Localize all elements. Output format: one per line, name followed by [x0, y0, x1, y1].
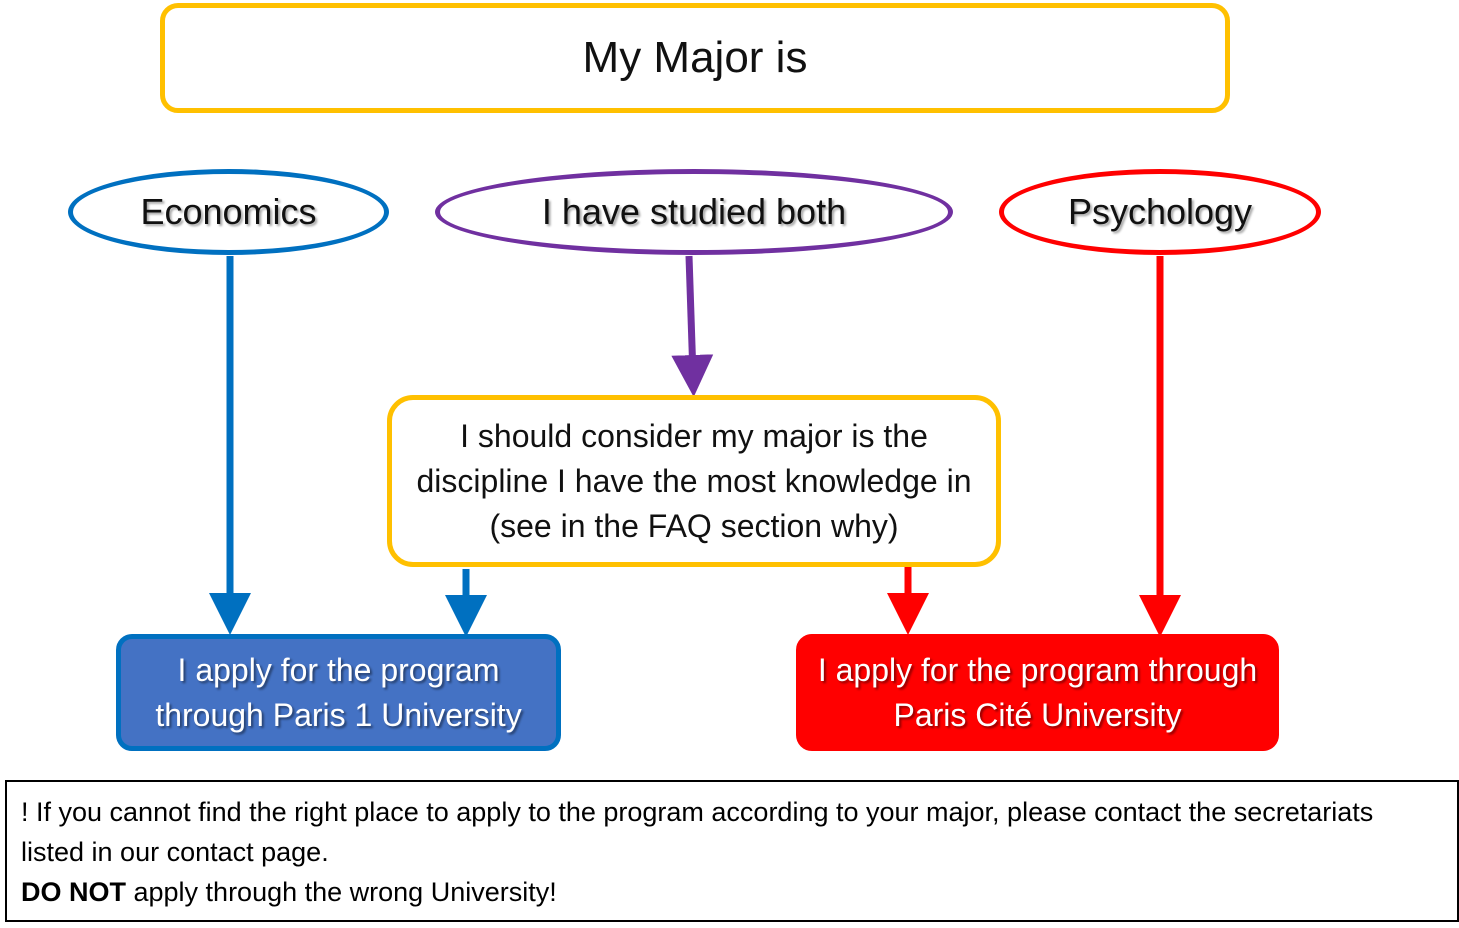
psychology-ellipse: Psychology — [999, 169, 1321, 255]
consider-major-box: I should consider my major is the discip… — [387, 395, 1001, 567]
note-line-2-rest: apply through the wrong University! — [126, 877, 557, 907]
consider-major-text: I should consider my major is the discip… — [416, 417, 972, 544]
note-line-1: ! If you cannot find the right place to … — [21, 797, 1374, 867]
psychology-label: Psychology — [1067, 191, 1253, 232]
warning-note: ! If you cannot find the right place to … — [5, 780, 1459, 922]
paris1-outcome-box: I apply for the program through Paris 1 … — [116, 634, 561, 751]
both-ellipse: I have studied both — [435, 169, 953, 255]
economics-label: Economics — [140, 191, 317, 232]
economics-ellipse: Economics — [68, 169, 389, 255]
cite-outcome-box: I apply for the program through Paris Ci… — [796, 634, 1279, 751]
note-line-2: DO NOT apply through the wrong Universit… — [21, 872, 1443, 912]
title-box: My Major is — [160, 3, 1230, 113]
paris1-outcome-text: I apply for the program through Paris 1 … — [155, 651, 522, 733]
both-label: I have studied both — [541, 191, 847, 232]
cite-outcome-text: I apply for the program through Paris Ci… — [817, 651, 1258, 733]
arrow-both-to-middle — [671, 255, 714, 397]
title-text: My Major is — [582, 33, 808, 82]
note-emphasis: DO NOT — [21, 877, 126, 907]
